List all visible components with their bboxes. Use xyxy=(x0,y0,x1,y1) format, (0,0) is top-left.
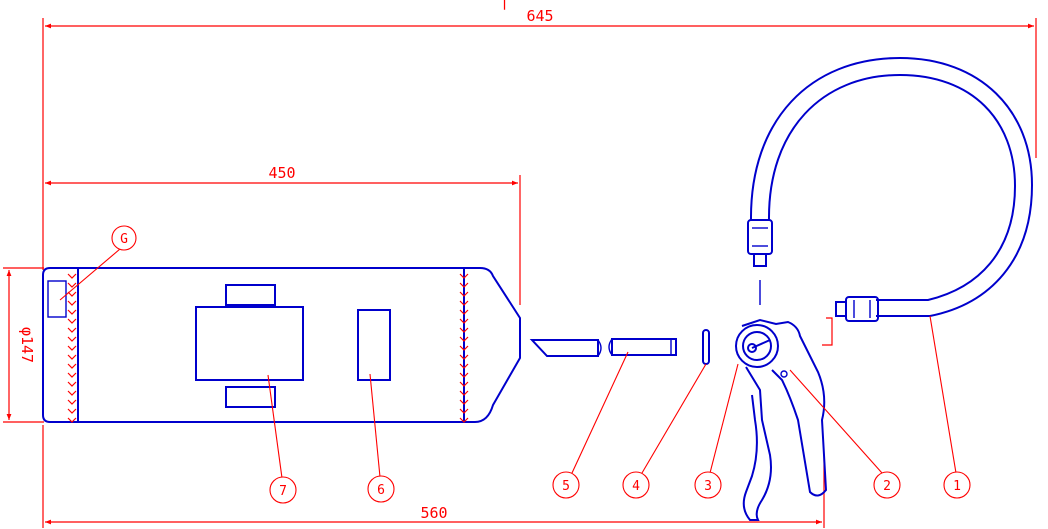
dimension-560: 560 xyxy=(42,425,825,528)
dimension-diameter: φ147 xyxy=(3,267,44,423)
balloon-2-label: 2 xyxy=(883,479,891,494)
balloon-2: 2 xyxy=(789,369,901,499)
balloon-4-label: 4 xyxy=(632,479,640,494)
valve-assembly xyxy=(735,280,828,521)
weld-marks-right xyxy=(459,273,469,423)
siphon-tube xyxy=(529,338,677,357)
dimension-tick-mark: | xyxy=(500,0,509,10)
balloon-1-label: 1 xyxy=(953,479,961,494)
dimension-645: 645 | xyxy=(42,0,1037,270)
balloon-7-label: 7 xyxy=(279,484,287,499)
dimension-450-label: 450 xyxy=(268,164,295,182)
weld-marks-left xyxy=(67,273,77,423)
o-ring xyxy=(702,329,710,365)
discharge-hose xyxy=(747,56,1034,346)
balloon-g-label: G xyxy=(120,232,128,247)
label-plate-7 xyxy=(195,306,304,381)
balloon-6: 6 xyxy=(367,373,395,503)
balloon-7: 7 xyxy=(267,374,297,504)
dimension-645-label: 645 xyxy=(526,7,553,25)
balloon-1: 1 xyxy=(929,315,971,499)
balloon-g: G xyxy=(59,225,137,301)
balloon-3: 3 xyxy=(694,363,739,499)
extinguisher-cylinder xyxy=(42,267,521,423)
balloon-6-label: 6 xyxy=(377,483,385,498)
balloon-5-label: 5 xyxy=(562,479,570,494)
dimension-diameter-label: φ147 xyxy=(18,327,36,363)
dimension-450: 450 xyxy=(45,164,521,305)
balloon-5: 5 xyxy=(552,351,629,499)
balloon-4: 4 xyxy=(622,363,707,499)
dimension-560-label: 560 xyxy=(420,504,447,522)
label-plate-6 xyxy=(357,309,391,381)
balloon-3-label: 3 xyxy=(704,479,712,494)
